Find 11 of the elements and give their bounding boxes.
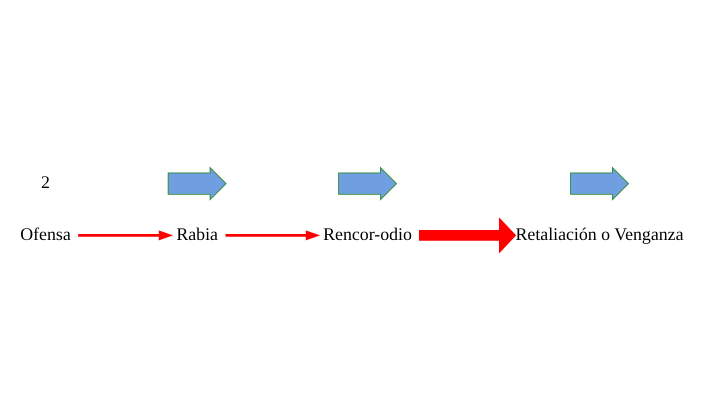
node-curved-arrow xyxy=(570,166,630,200)
arrow xyxy=(78,230,174,240)
node-curved-arrow xyxy=(168,166,227,200)
arrow xyxy=(226,230,320,240)
node-text: Rencor-odio xyxy=(323,223,412,244)
node-text: Rabia xyxy=(176,223,218,244)
node-text: Retaliación o Venganza xyxy=(516,223,684,244)
label: 2 xyxy=(41,172,50,192)
node-text: Ofensa xyxy=(20,223,71,244)
node-curved-arrow xyxy=(338,166,398,200)
arrow xyxy=(418,216,516,253)
